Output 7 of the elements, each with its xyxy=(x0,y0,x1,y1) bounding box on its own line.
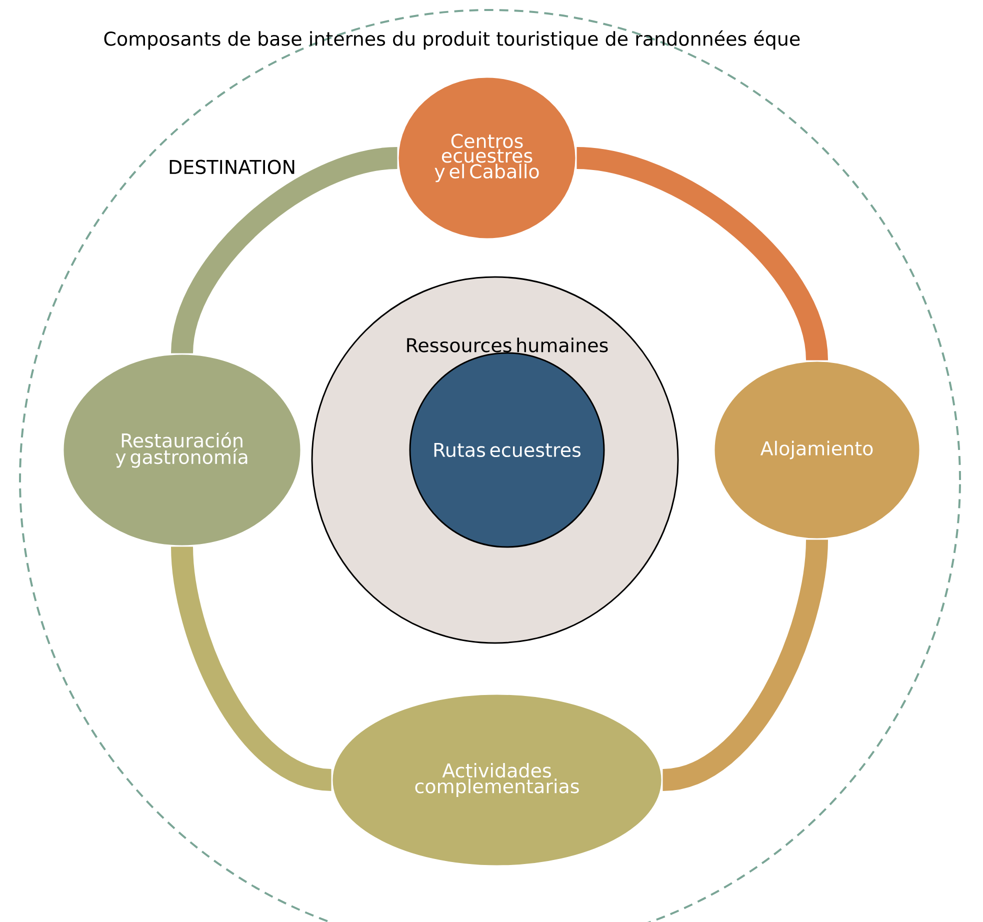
ring-arc xyxy=(576,147,828,362)
label: Ressources humaines xyxy=(407,338,608,352)
title: Composants de base internes du produit touristique de randonnées éque xyxy=(104,30,800,50)
ring-arc xyxy=(661,539,828,791)
ring-arc xyxy=(171,147,398,354)
ring-arc xyxy=(171,546,333,791)
label: DESTINATION xyxy=(170,160,294,174)
